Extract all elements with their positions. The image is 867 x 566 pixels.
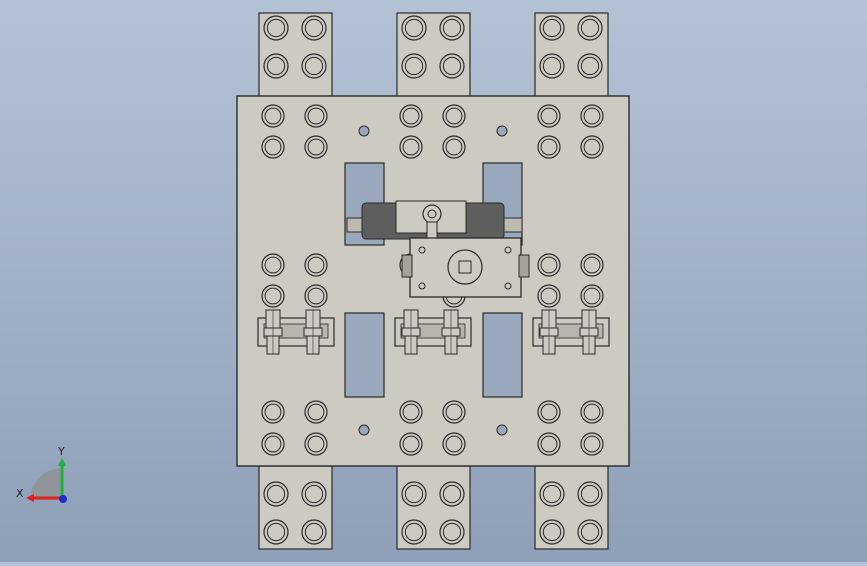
bolt-hole-inner: [264, 435, 282, 453]
bolt-hole-inner: [404, 484, 424, 504]
bolt-hole-inner: [445, 403, 463, 421]
bolt-hole-inner: [445, 435, 463, 453]
triad-y-label: Y: [57, 445, 65, 458]
plate-window: [344, 312, 385, 398]
bolt-hole-inner: [583, 403, 601, 421]
bolt-hole-inner: [304, 56, 324, 76]
bolt-hole-inner: [402, 107, 420, 125]
bolt-hole-inner: [307, 256, 325, 274]
bolt-hole-inner: [307, 107, 325, 125]
bolt-holes: [261, 104, 604, 456]
bolt-hole-inner: [583, 138, 601, 156]
bolt-hole-inner: [540, 138, 558, 156]
cam-pivot: [422, 204, 442, 224]
bolt-hole-inner: [542, 56, 562, 76]
bolt-hole-inner: [402, 435, 420, 453]
bolt-hole-inner: [264, 287, 282, 305]
mounting-hole: [496, 125, 508, 137]
bolt-hole-inner: [304, 522, 324, 542]
cam-pivot-inner: [427, 209, 437, 219]
bolt-hole-inner: [540, 403, 558, 421]
housing-tab-left: [401, 254, 413, 278]
bolt-hole-inner: [542, 18, 562, 38]
bolt-hole-inner: [442, 484, 462, 504]
triad-x-arrow: [26, 494, 34, 502]
bolt-hole-inner: [542, 522, 562, 542]
bolt-hole-inner: [264, 403, 282, 421]
bolt-hole-inner: [264, 138, 282, 156]
bolt-hole-inner: [307, 403, 325, 421]
bolt-hole-inner: [307, 435, 325, 453]
bolt-hole-inner: [540, 435, 558, 453]
bolt-hole-inner: [445, 138, 463, 156]
bolt-hole-inner: [540, 256, 558, 274]
bolt-hole-inner: [583, 256, 601, 274]
bolt-hole-inner: [304, 18, 324, 38]
mounting-hole: [358, 424, 370, 436]
bolt-hole-inner: [580, 484, 600, 504]
bolt-hole-inner: [266, 522, 286, 542]
bolt-hole-inner: [442, 522, 462, 542]
handle-square-drive: [458, 260, 472, 274]
triad-z-axis: [59, 495, 67, 503]
operating-mechanism[interactable]: [346, 200, 530, 298]
bolt-hole-inner: [540, 107, 558, 125]
bolt-hole-inner: [445, 107, 463, 125]
contact-clamps[interactable]: [257, 309, 610, 355]
bolt-hole-inner: [307, 287, 325, 305]
mounting-hole: [358, 125, 370, 137]
housing-screw: [418, 282, 426, 290]
bolt-hole-inner: [580, 56, 600, 76]
plate-window: [482, 312, 523, 398]
bolt-hole-inner: [264, 256, 282, 274]
bolt-hole-inner: [404, 18, 424, 38]
bolt-hole-inner: [266, 56, 286, 76]
bolt-hole-inner: [540, 287, 558, 305]
bolt-hole-inner: [307, 138, 325, 156]
housing-tab-right: [518, 254, 530, 278]
bolt-hole-inner: [542, 484, 562, 504]
bus-bar-terminals[interactable]: [258, 12, 609, 550]
housing-screw: [504, 246, 512, 254]
bolt-hole-inner: [580, 18, 600, 38]
bolt-hole-inner: [442, 56, 462, 76]
coordinate-triad: X Y: [16, 445, 67, 503]
bolt-hole-inner: [266, 484, 286, 504]
bolt-hole-inner: [583, 287, 601, 305]
bolt-hole-inner: [402, 138, 420, 156]
bolt-hole-inner: [580, 522, 600, 542]
bolt-hole-inner: [264, 107, 282, 125]
mounting-hole: [496, 424, 508, 436]
bolt-hole-inner: [442, 18, 462, 38]
bolt-hole-inner: [402, 403, 420, 421]
housing-screw: [504, 282, 512, 290]
bolt-hole-inner: [304, 484, 324, 504]
bolt-hole-inner: [583, 435, 601, 453]
triad-x-label: X: [16, 487, 24, 500]
bolt-hole-inner: [583, 107, 601, 125]
bolt-hole-inner: [404, 522, 424, 542]
housing-screw: [418, 246, 426, 254]
bolt-hole-inner: [266, 18, 286, 38]
bolt-hole-inner: [404, 56, 424, 76]
triad-background-wedge: [30, 468, 62, 500]
triad-y-arrow: [58, 458, 66, 466]
